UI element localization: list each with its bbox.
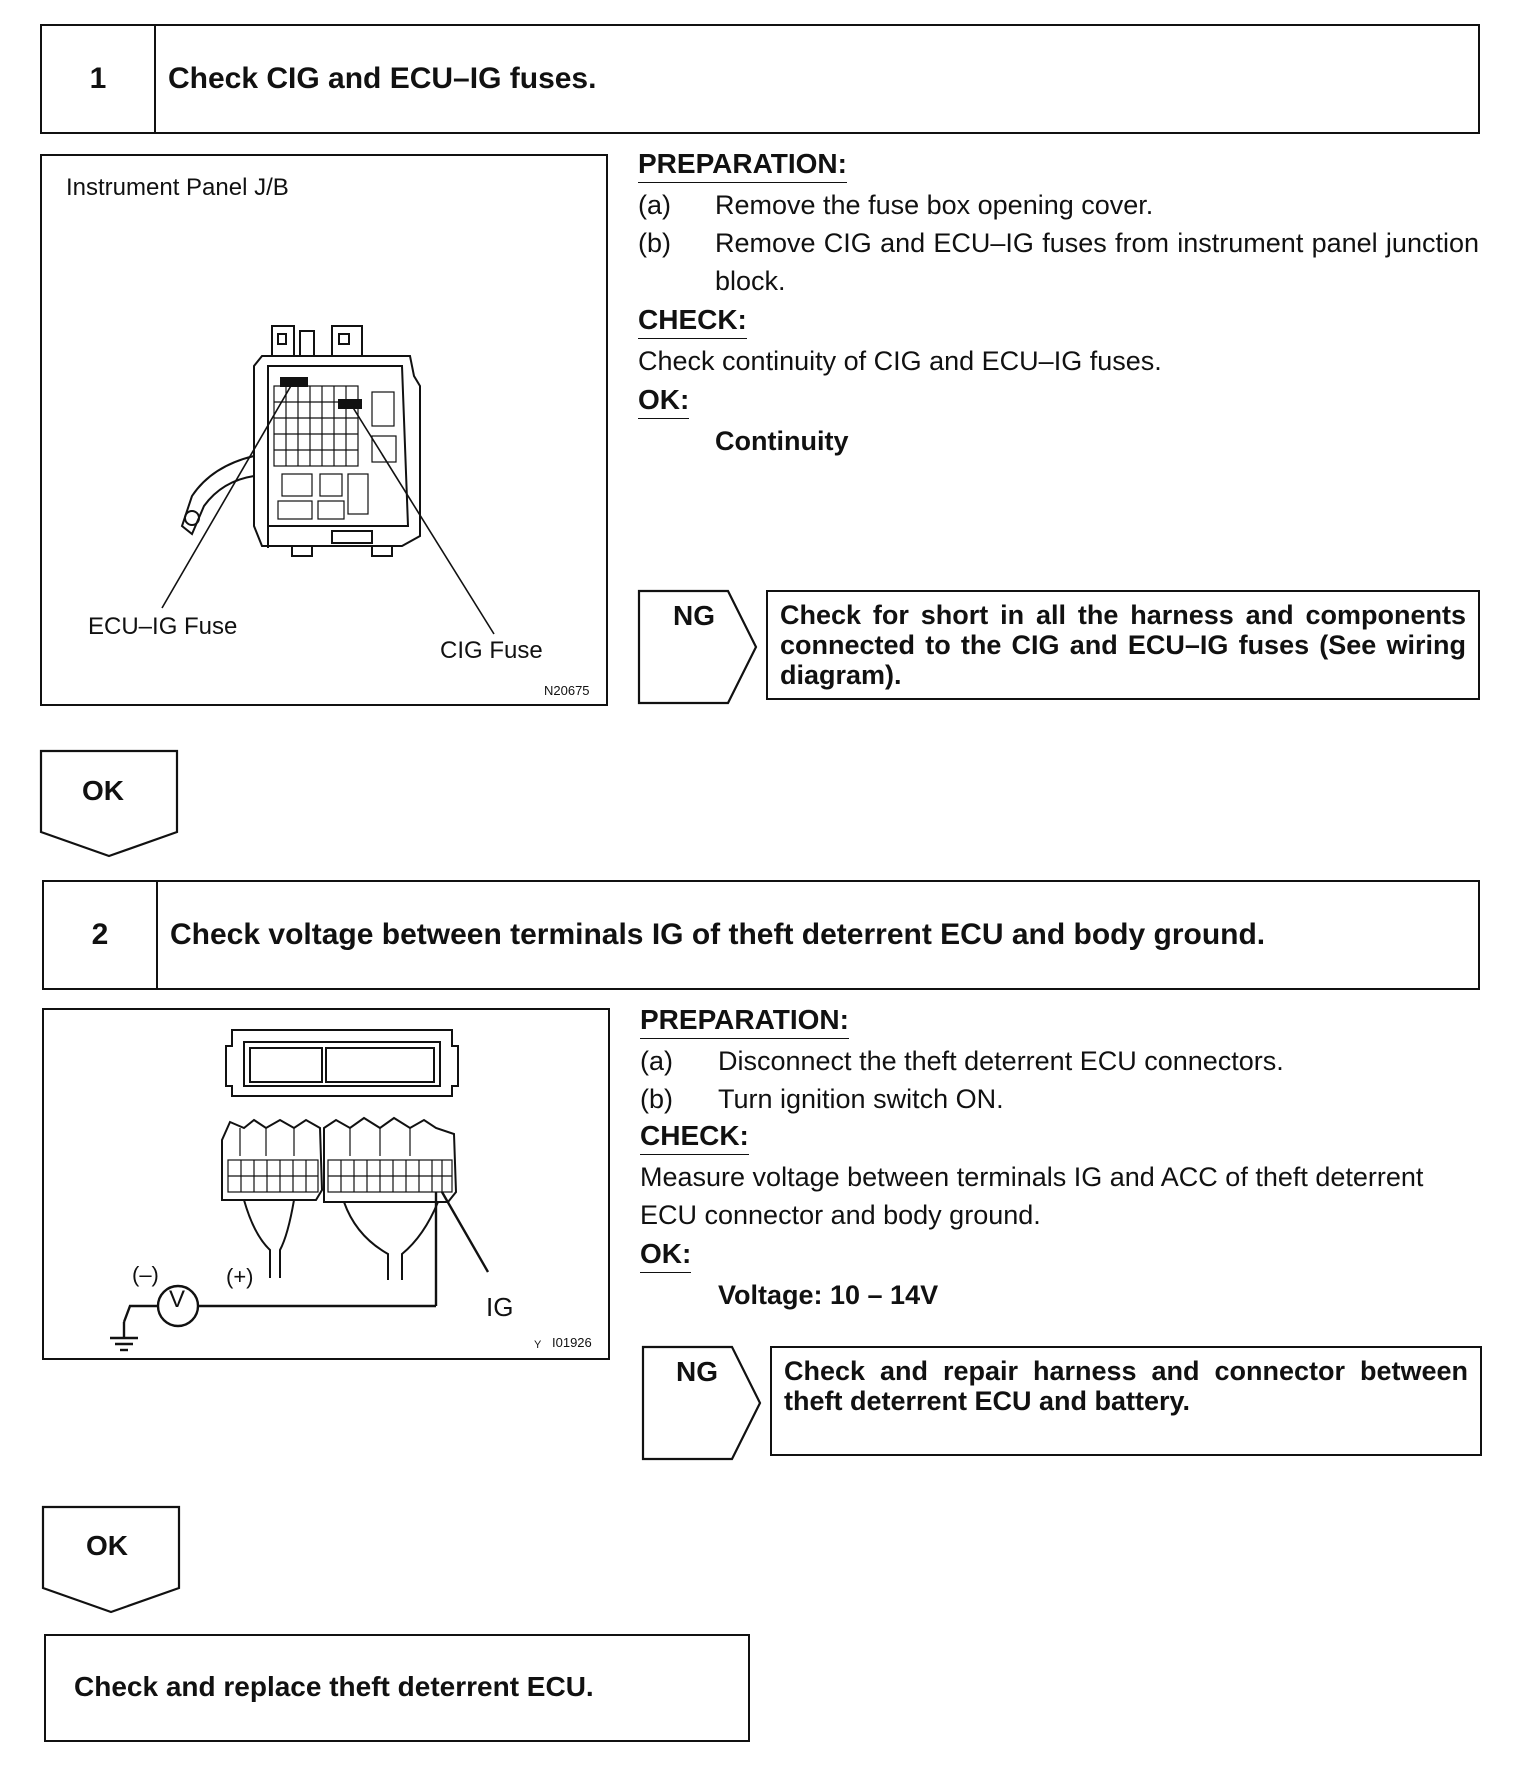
- step-2-prep-b-text: Turn ignition switch ON.: [718, 1084, 1004, 1114]
- step-1-title: Check CIG and ECU–IG fuses.: [168, 62, 597, 95]
- step-1-ok-value: Continuity: [715, 426, 849, 456]
- step-2-check-heading: CHECK:: [640, 1120, 749, 1155]
- step-2-ng-text: Check and repair harness and connector b…: [784, 1356, 1468, 1416]
- step-2-ng-result-box: Check and repair harness and connector b…: [770, 1346, 1482, 1456]
- plus-probe-label: (+): [226, 1264, 254, 1289]
- step-2-figure: (–) (+) V IG Y I01926: [42, 1008, 610, 1360]
- figure-code-prefix: Y: [534, 1339, 542, 1351]
- final-action-box: Check and replace theft deterrent ECU.: [44, 1634, 750, 1742]
- ecu-connector-illustration: [110, 1029, 490, 1352]
- step-2-ok-tab: [41, 1505, 181, 1614]
- step-2-header: 2 Check voltage between terminals IG of …: [42, 880, 1480, 990]
- step-1-prep-b-text: Remove CIG and ECU–IG fuses from instrum…: [715, 228, 1479, 296]
- step-2-ok-value: Voltage: 10 – 14V: [718, 1280, 939, 1310]
- step-2-ng-tab: [641, 1345, 762, 1461]
- step-1-prep-b-marker: (b): [638, 228, 671, 258]
- ecu-ig-fuse-label: ECU–IG Fuse: [88, 613, 238, 640]
- step-1-ng-result-box: Check for short in all the harness and c…: [766, 590, 1480, 700]
- step-2-ok-label: OK: [86, 1530, 128, 1561]
- step-2-prep-b-marker: (b): [640, 1084, 673, 1114]
- step-2-prep-a-text: Disconnect the theft deterrent ECU conne…: [718, 1046, 1284, 1076]
- step-1-ok-heading: OK:: [638, 384, 690, 419]
- step-1-check-heading: CHECK:: [638, 304, 747, 339]
- voltmeter-symbol: V: [169, 1286, 186, 1313]
- step-2-number: 2: [44, 882, 158, 988]
- step-1-prep-a-text: Remove the fuse box opening cover.: [715, 190, 1154, 220]
- cig-fuse-label: CIG Fuse: [440, 637, 543, 664]
- step-1-ng-label: NG: [673, 600, 715, 631]
- figure-code: I01926: [552, 1335, 592, 1350]
- step-1-ok-tab: [39, 749, 179, 858]
- step-1-header: 1 Check CIG and ECU–IG fuses.: [40, 24, 1480, 134]
- step-1-preparation-heading: PREPARATION:: [638, 148, 847, 183]
- final-action-text: Check and replace theft deterrent ECU.: [74, 1671, 594, 1702]
- step-1-check-text: Check continuity of CIG and ECU–IG fuses…: [638, 346, 1162, 376]
- step-1-ng-text: Check for short in all the harness and c…: [780, 600, 1466, 690]
- step-1-figure: Instrument Panel J/B: [40, 154, 608, 706]
- step-2-preparation-heading: PREPARATION:: [640, 1004, 849, 1039]
- step-1-ok-label: OK: [82, 775, 124, 806]
- step-2-title: Check voltage between terminals IG of th…: [170, 918, 1266, 951]
- figure-caption: Instrument Panel J/B: [66, 174, 289, 201]
- step-2-ok-heading: OK:: [640, 1238, 692, 1273]
- step-2-check-text: Measure voltage between terminals IG and…: [640, 1162, 1424, 1230]
- minus-probe-label: (–): [132, 1262, 159, 1287]
- step-1-number: 1: [42, 26, 156, 132]
- step-1-prep-a-marker: (a): [638, 190, 671, 220]
- step-2-prep-a-marker: (a): [640, 1046, 673, 1076]
- figure-code: N20675: [544, 683, 590, 698]
- step-2-ng-label: NG: [676, 1356, 718, 1387]
- step-1-ng-tab: [637, 589, 758, 705]
- ig-terminal-label: IG: [486, 1292, 514, 1322]
- junction-block-illustration: [161, 325, 495, 635]
